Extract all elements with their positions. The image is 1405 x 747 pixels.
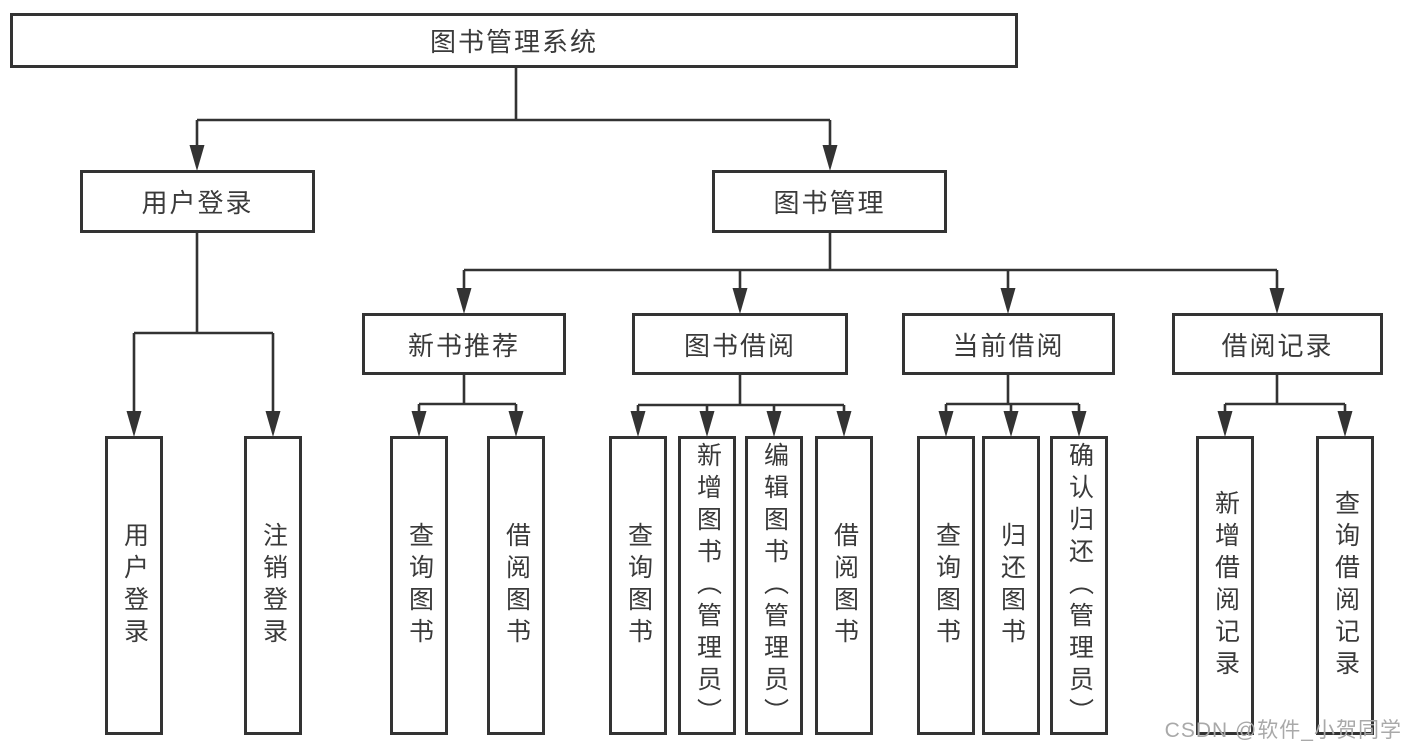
- node-leaf-query-books-2: 查询图书: [609, 436, 667, 735]
- csdn-watermark: CSDN @软件_小贺同学: [1164, 719, 1402, 742]
- node-book-borrow: 图书借阅: [632, 313, 848, 375]
- arrowhead: [1217, 411, 1233, 437]
- arrowhead: [456, 288, 472, 314]
- arrowhead: [1071, 411, 1087, 437]
- arrowhead: [508, 411, 524, 437]
- arrowhead: [766, 411, 782, 437]
- arrowhead: [1000, 288, 1016, 314]
- node-root-library-system: 图书管理系统: [10, 13, 1018, 68]
- node-user-login: 用户登录: [80, 170, 315, 233]
- arrowhead: [630, 411, 646, 437]
- arrowhead: [265, 411, 281, 437]
- node-leaf-query-borrow-record: 查询借阅记录: [1316, 436, 1374, 735]
- node-leaf-borrow-books-1: 借阅图书: [487, 436, 545, 735]
- node-leaf-confirm-return-admin: 确认归还（管理员）: [1050, 436, 1108, 735]
- arrowhead: [732, 288, 748, 314]
- connector-book-management: [456, 233, 1285, 314]
- arrowhead: [836, 411, 852, 437]
- arrowhead: [699, 411, 715, 437]
- connector-new-book: [411, 375, 524, 437]
- node-leaf-user-login: 用户登录: [105, 436, 163, 735]
- node-current-borrow: 当前借阅: [902, 313, 1115, 375]
- connector-root: [189, 68, 838, 171]
- node-book-management: 图书管理: [712, 170, 947, 233]
- connector-user-login: [126, 233, 281, 437]
- node-leaf-add-books-admin: 新增图书（管理员）: [678, 436, 736, 735]
- arrowhead: [822, 145, 838, 171]
- connector-book-borrow: [630, 375, 852, 437]
- node-borrow-record: 借阅记录: [1172, 313, 1383, 375]
- arrowhead: [1269, 288, 1285, 314]
- node-leaf-logout: 注销登录: [244, 436, 302, 735]
- connector-borrow-record: [1217, 375, 1353, 437]
- arrowhead: [1003, 411, 1019, 437]
- node-leaf-return-books: 归还图书: [982, 436, 1040, 735]
- arrowhead: [189, 145, 205, 171]
- node-leaf-borrow-books-2: 借阅图书: [815, 436, 873, 735]
- node-leaf-edit-books-admin: 编辑图书（管理员）: [745, 436, 803, 735]
- arrowhead: [938, 411, 954, 437]
- node-new-book-recommend: 新书推荐: [362, 313, 566, 375]
- node-leaf-query-books-3: 查询图书: [917, 436, 975, 735]
- arrowhead: [411, 411, 427, 437]
- node-leaf-add-borrow-record: 新增借阅记录: [1196, 436, 1254, 735]
- arrowhead: [126, 411, 142, 437]
- node-leaf-query-books-1: 查询图书: [390, 436, 448, 735]
- connector-current-borrow: [938, 375, 1087, 437]
- arrowhead: [1337, 411, 1353, 437]
